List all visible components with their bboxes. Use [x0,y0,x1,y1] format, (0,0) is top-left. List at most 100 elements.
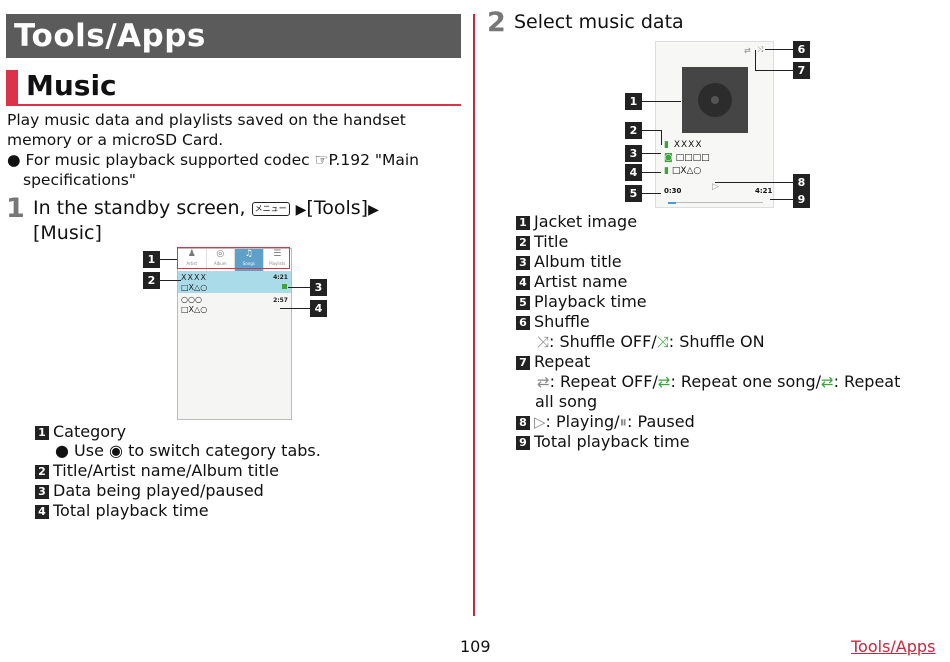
elapsed-time: 0:30 [664,187,682,195]
song-title: ▮ XXXX [664,140,703,150]
arrow-icon: ▶ [295,202,307,218]
step1-tools: [Tools] [306,197,369,219]
callout-4: 4 [625,164,642,181]
shuffle-on-icon: ⤨ [656,333,669,351]
step2-number: 2 [487,7,506,38]
callout-line [159,280,181,281]
callout-line [288,287,310,288]
album-title: ◙ □□□□ [664,153,710,163]
repeat-description: ⇄: Repeat OFF/⇄: Repeat one song/⇄: Repe… [537,372,901,391]
bullet-icon: ● [7,151,21,169]
category-tabs: ♟Artist ◎Album ♫Songs ☰Playlists [178,249,291,272]
repeat-description-line2: all song [535,392,598,411]
callout-line [765,49,793,50]
callout-line [641,153,661,154]
column-divider [473,14,475,616]
section-accent [6,70,18,104]
tab-artist[interactable]: ♟Artist [178,249,207,271]
callout-line [280,308,310,309]
callout-line [641,130,661,131]
total-time: 4:21 [755,187,773,195]
bullet-icon: ● [55,441,75,460]
callout-8: 8 [793,174,810,191]
music-list-screen: ♟Artist ◎Album ♫Songs ☰Playlists XXXX 4:… [177,248,292,420]
repeat-off-icon: ⇄ [537,373,550,391]
callout-line [641,101,681,102]
callout-9: 9 [793,191,810,208]
callout-3: 3 [625,145,642,162]
arrow-icon: ▶ [368,202,379,218]
section-title: Music [26,69,117,102]
header-bar [6,14,461,58]
tabs-highlight-box [177,247,290,269]
shuffle-description: ⤨: Shuffle OFF/⤨: Shuffle ON [537,332,765,351]
artist-icon: ▮ [664,166,669,176]
player-screen: ⇄ ⤨ ▮ XXXX ◙ □□□□ ▮ □X△○ 0:30 ▷ 4:21 [655,41,774,208]
callout-line [641,193,661,194]
step2-title: Select music data [514,11,684,33]
tab-songs[interactable]: ♫Songs [235,249,264,271]
callout-line [770,199,793,200]
menu-key-icon: メニュー [251,202,290,216]
callout-line [641,172,661,173]
callout-1: 1 [143,251,160,268]
legend-subitem: ● Use ◉ to switch category tabs. [55,441,321,460]
intro-bullet-line1: For music playback supported codec ☞P.19… [25,151,419,169]
tab-playlists[interactable]: ☰Playlists [269,249,286,266]
callout-line [755,50,756,70]
repeat-all-icon: ⇄ [821,373,834,391]
callout-line [159,259,177,260]
step1-line1: In the standby screen, [33,197,246,219]
callout-2: 2 [143,272,160,289]
callout-line [715,182,793,183]
shuffle-icon[interactable]: ⤨ [757,45,764,54]
callout-line [755,70,793,71]
album-icon: ◙ [664,153,673,163]
song-row-playing[interactable]: XXXX 4:21 □X△○ [178,271,291,293]
section-rule [6,104,461,106]
repeat-one-icon: ⇄ [657,373,671,391]
song-row[interactable]: ○○○ 2:57 □X△○ [181,295,288,314]
play-icon[interactable]: ▷ [712,182,719,192]
title-icon: ▮ [664,140,670,150]
callout-6: 6 [793,41,810,58]
callout-4: 4 [310,300,327,317]
artist-name: ▮ □X△○ [664,166,702,176]
step1-number: 1 [6,193,25,224]
pause-icon: ⏸ [619,413,628,431]
repeat-icon[interactable]: ⇄ [744,46,751,55]
callout-5: 5 [625,185,642,202]
legend-item: 8▷: Playing/⏸: Paused [516,412,695,432]
intro-bullet-line2: specifications" [23,171,136,189]
callout-3: 3 [310,279,327,296]
step1-instruction: In the standby screen, メニュー ▶[Tools]▶ [33,196,379,223]
step1-music: [Music] [33,222,102,244]
disc-icon [698,83,732,117]
progress-bar[interactable] [668,202,763,204]
callout-line [661,130,662,145]
intro-bullet: ● For music playback supported codec ☞P.… [7,150,419,170]
play-icon: ▷ [534,413,546,431]
intro-text: Play music data and playlists saved on t… [7,111,406,149]
tab-album[interactable]: ◎Album [207,249,235,271]
callout-7: 7 [793,62,810,79]
page-header-title: Tools/Apps [14,18,206,54]
jacket-image [682,67,748,133]
page-number: 109 [460,637,491,656]
shuffle-off-icon: ⤨ [537,333,550,351]
callout-2: 2 [625,122,642,139]
playing-icon [282,284,287,289]
footer-link[interactable]: Tools/Apps [851,637,936,656]
